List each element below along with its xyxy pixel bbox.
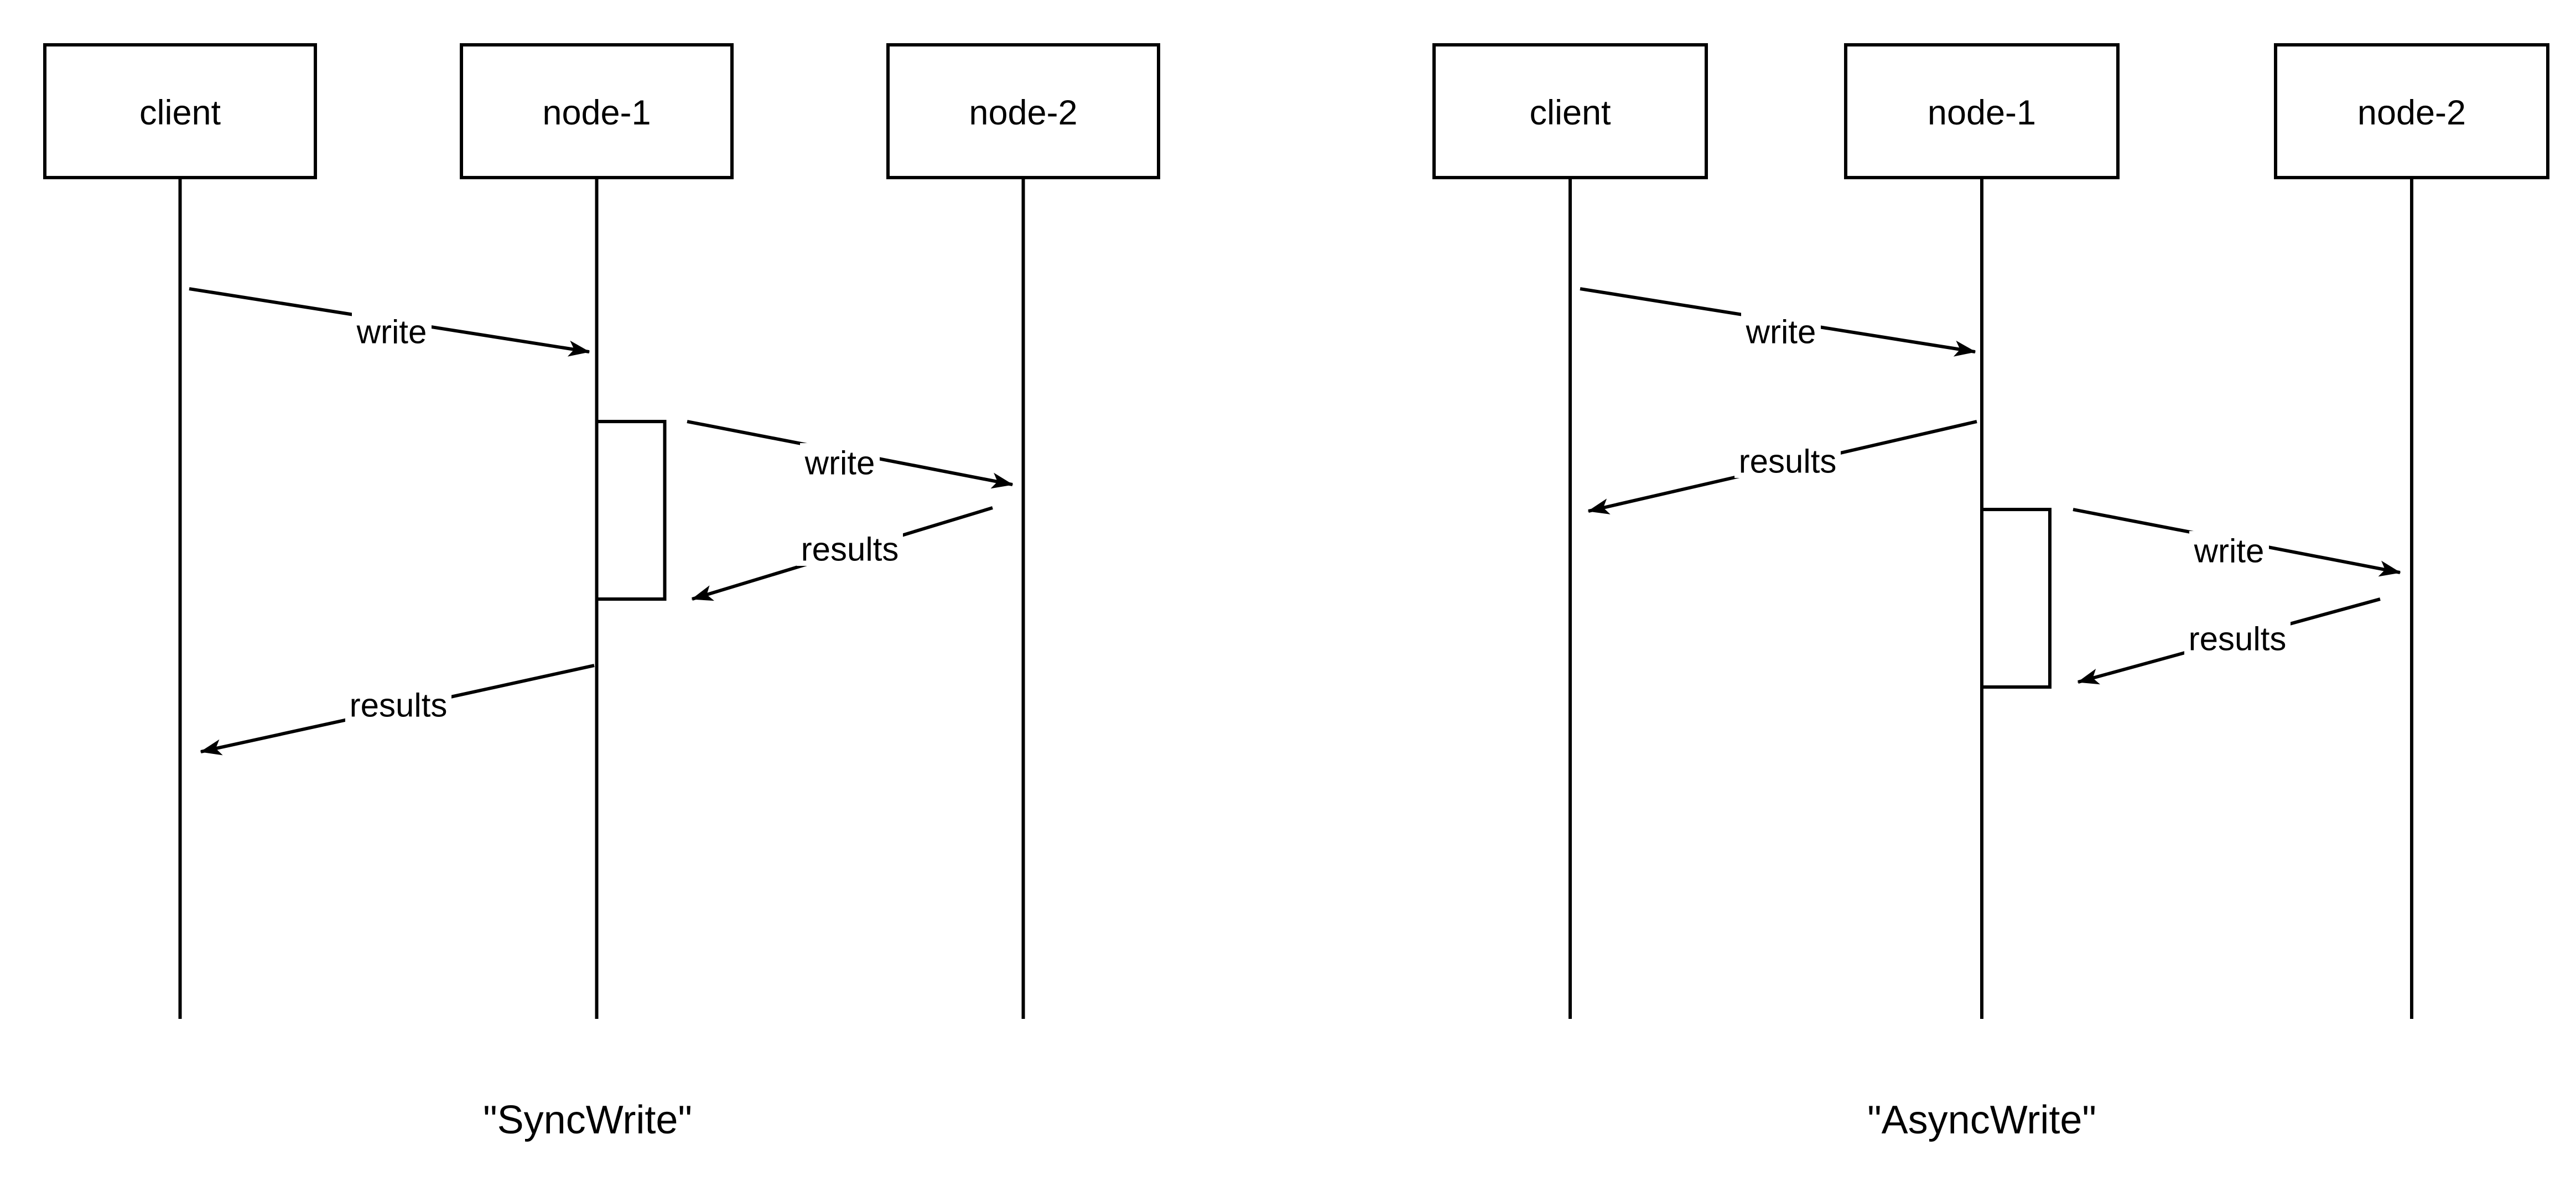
message-label-background bbox=[2184, 619, 2291, 656]
message-results-node1-client: results bbox=[1587, 420, 1977, 514]
actor-node-2: node-2 bbox=[886, 43, 1160, 180]
message-label-background bbox=[800, 443, 880, 480]
message-label-background bbox=[1741, 312, 1821, 349]
message-label: results bbox=[1739, 443, 1837, 480]
message-write-node1-node2: write bbox=[2073, 508, 2401, 577]
actor-client: client bbox=[1432, 43, 1708, 180]
actor-label: client bbox=[1529, 93, 1611, 132]
message-write-client-node1: write bbox=[1580, 287, 1976, 357]
actor-node-1: node-1 bbox=[1844, 43, 2120, 180]
message-results-node2-node1: results bbox=[691, 506, 993, 601]
message-label: results bbox=[801, 531, 899, 568]
actor-box bbox=[460, 43, 734, 180]
actor-box bbox=[43, 43, 317, 180]
actor-label: node-1 bbox=[542, 93, 651, 132]
message-label: write bbox=[2194, 533, 2265, 570]
message-label: results bbox=[2189, 621, 2287, 658]
message-write-node1-node2: write bbox=[687, 420, 1014, 489]
actor-box bbox=[886, 43, 1160, 180]
actor-box bbox=[2274, 43, 2549, 180]
actor-box bbox=[1844, 43, 2120, 180]
message-label: write bbox=[804, 445, 875, 482]
message-label-background bbox=[352, 312, 432, 349]
actor-client: client bbox=[43, 43, 317, 180]
sequence-diagram-syncwrite: client node-1 node-2 write write re bbox=[43, 43, 1160, 1142]
message-label: write bbox=[356, 314, 427, 351]
activation-bar-node-1 bbox=[595, 420, 667, 601]
actor-label: client bbox=[139, 93, 221, 132]
diagram-caption: "SyncWrite" bbox=[483, 1098, 692, 1142]
message-label-background bbox=[2189, 531, 2269, 568]
diagram-caption: "AsyncWrite" bbox=[1867, 1098, 2096, 1142]
activation-bar-node-1 bbox=[1980, 508, 2052, 689]
actor-label: node-1 bbox=[1928, 93, 2036, 132]
message-label: results bbox=[350, 687, 448, 724]
actor-node-2: node-2 bbox=[2274, 43, 2549, 180]
actor-node-1: node-1 bbox=[460, 43, 734, 180]
message-label-background bbox=[345, 685, 451, 722]
sequence-diagram-asyncwrite: client node-1 node-2 write results bbox=[1432, 43, 2549, 1142]
message-label-background bbox=[797, 529, 903, 566]
message-results-node1-client: results bbox=[200, 664, 595, 756]
message-label: write bbox=[1746, 314, 1816, 351]
actor-box bbox=[1432, 43, 1708, 180]
message-results-node2-node1: results bbox=[2077, 597, 2381, 685]
message-write-client-node1: write bbox=[189, 287, 590, 357]
message-label-background bbox=[1734, 441, 1841, 478]
actor-label: node-2 bbox=[2357, 93, 2466, 132]
actor-label: node-2 bbox=[969, 93, 1077, 132]
